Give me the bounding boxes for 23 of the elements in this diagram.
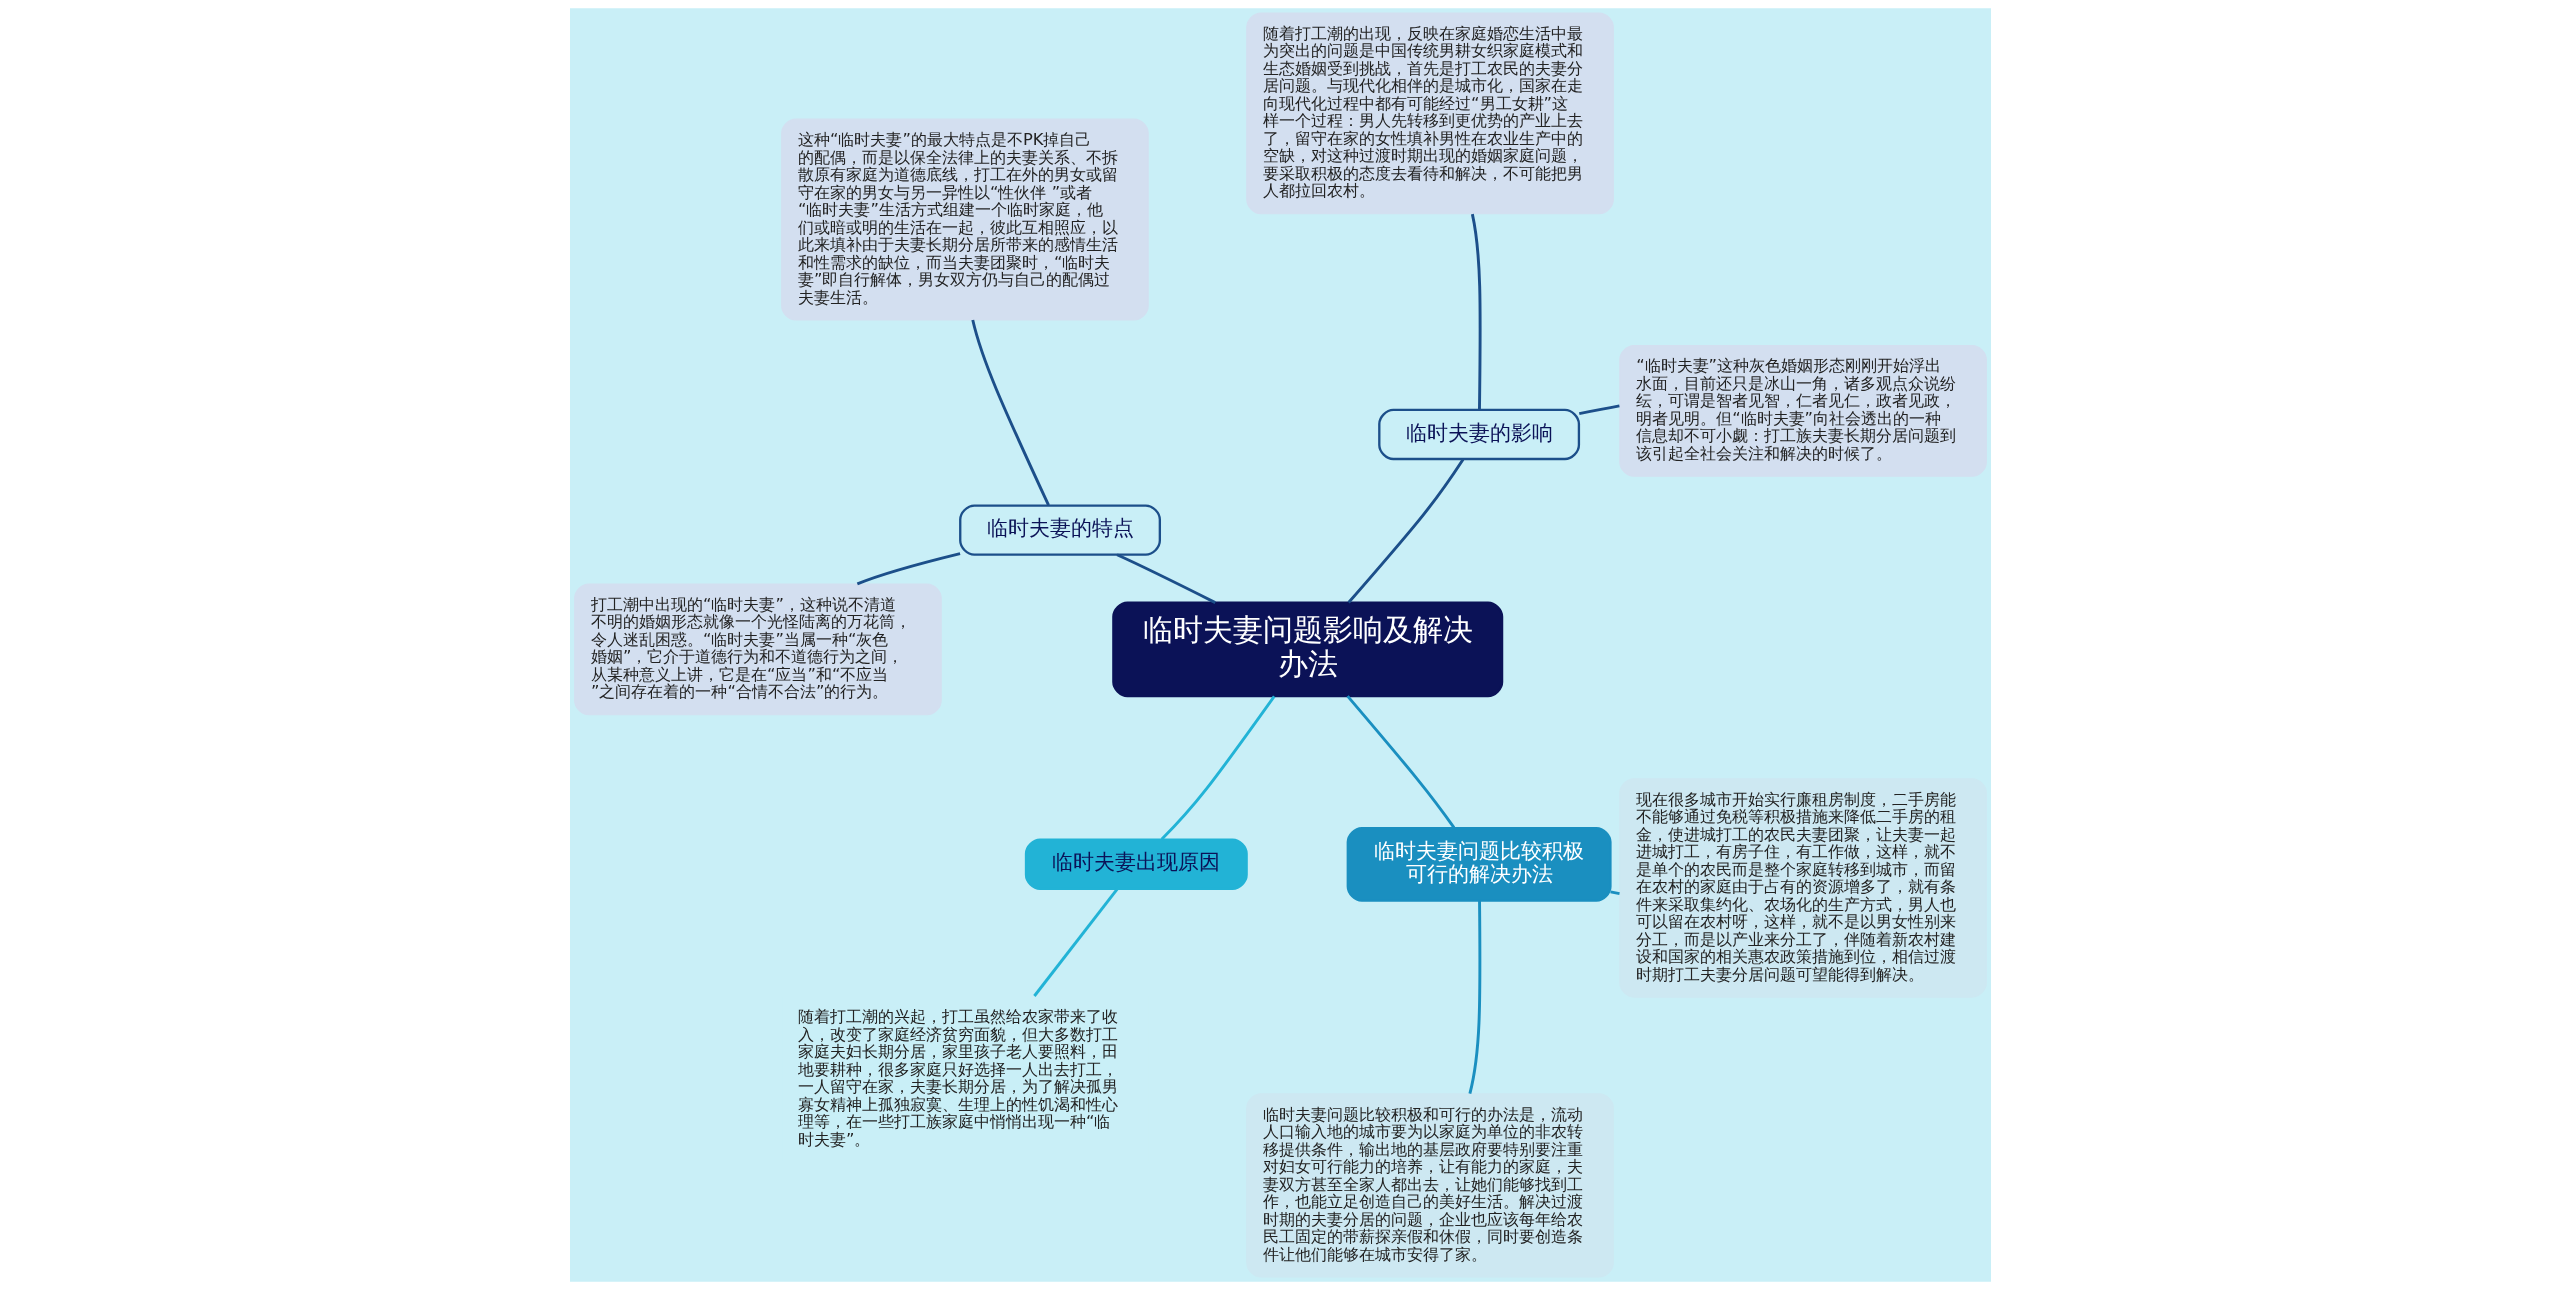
- connector: [856, 552, 960, 586]
- node-box: 随着打工潮的出现，反映在家庭婚恋生活中最为突出的问题是中国传统男耕女织家庭模式和生态婚姻受到挑战，首先是打工农民的夫妻分居问题。与现代化相伴的是城市化，国家在走向现代化过程中都有可能经过“男工女耕”这样一个过程：男人先转移到更优势的产业上去了，留守在家的女性填补男性在农业生产中的空缺，对这种过渡时期出现的婚姻家庭问题，要采取积极的态度去看待和解决，不可能把男人都拉回农村。: [1245, 12, 1614, 215]
- connector: [1470, 213, 1482, 410]
- connector: [1115, 553, 1216, 604]
- connector: [1609, 890, 1620, 895]
- node-box: 临时夫妻问题比较积极和可行的办法是，流动人口输入地的城市要为以家庭为单位的非农转移提供条件，输出地的基层政府要特别要注重对妇女可行能力的培养，让有能力的家庭，夫妻双方甚至全家人都出去，让她们能够找到工作，也能立足创造自己的美好生活。解决过渡时期的夫妻分居的问题，企业也应该每年给农民工固定的带薪探亲假和休假，同时要创造条件让他们能够在城市安得了家。: [1245, 1093, 1614, 1278]
- node-box: 打工潮中出现的“临时夫妻”，这种说不清道不明的婚姻形态就像一个光怪陆离的万花筒，令人迷乱困惑。“临时夫妻”当属一种“灰色婚姻”，它介于道德行为和不道德行为之间，从某种意义上讲，它是在“应当”和“不应当”之间存在着的一种“合情不合法”的行为。: [573, 583, 942, 716]
- node-box: 这种“临时夫妻”的最大特点是不PK掉自己的配偶，而是以保全法律上的夫妻关系、不拆散原有家庭为道德底线，打工在外的男女或留守在家的男女与另一异性以“性伙伴 ”或者“临时夫妻”生活方式组建一个临时家庭，他们或暗或明的生活在一起，彼此互相照应，以此来填补由于夫妻长期分居所带来的感情生活和性需求的缺位，而当夫妻团聚时，“临时夫妻”即自行解体，男女双方仍与自己的配偶过夫妻生活。: [780, 118, 1149, 321]
- node-box: 现在很多城市开始实行廉租房制度，二手房能不能够通过免税等积极措施来降低二手房的租金，使进城打工的农民夫妻团聚，让夫妻一起进城打工，有房子住，有工作做，这样，就不是单个的农民而是整个家庭转移到城市，而留在农村的家庭由于占有的资源增多了，就有条件来采取集约化、农场化的生产方式，男人也可以留在农村呀，这样，就不是以男女性别来分工，而是以产业来分工了，伴随着新农村建设和国家的相关惠农政策措施到位，相信过渡时期打工夫妻分居问题可望能得到解决。: [1618, 778, 1987, 998]
- connector: [1467, 900, 1481, 1094]
- connector: [1347, 458, 1464, 604]
- connector: [1032, 888, 1118, 997]
- connector: [1160, 695, 1275, 841]
- node-box: 临时夫妻出现原因: [1024, 838, 1248, 890]
- node-box: 临时夫妻的影响: [1377, 408, 1580, 461]
- node-box: 临时夫妻问题比较积极可行的解决办法: [1346, 826, 1612, 902]
- connector: [1345, 695, 1455, 829]
- node-text: 随着打工潮的兴起，打工虽然给农家带来了收入，改变了家庭经济贫穷面貌，但大多数打工家庭夫妇长期分居，家里孩子老人要照料，田地要耕种，很多家庭只好选择一人出去打工，一人留守在家，夫妻长期分居，为了解决孤男寡女精神上孤独寂寞、生理上的性饥渴和性心理等，在一些打工族家庭中悄悄出现一种“临时夫妻”。: [797, 1007, 1118, 1149]
- node-box: 临时夫妻的特点: [958, 504, 1161, 556]
- connector: [1578, 404, 1620, 415]
- node-box: 临时夫妻问题影响及解决办法: [1111, 601, 1503, 698]
- node-box: “临时夫妻”这种灰色婚姻形态刚刚开始浮出水面，目前还只是冰山一角，诸多观点众说纷纭，可谓是智者见智，仁者见仁，政者见政，明者见明。但“临时夫妻”向社会透出的一种信息却不可小觑：打工族夫妻长期分居问题到该引起全社会关注和解决的时候了。: [1618, 344, 1987, 477]
- connector: [970, 319, 1050, 506]
